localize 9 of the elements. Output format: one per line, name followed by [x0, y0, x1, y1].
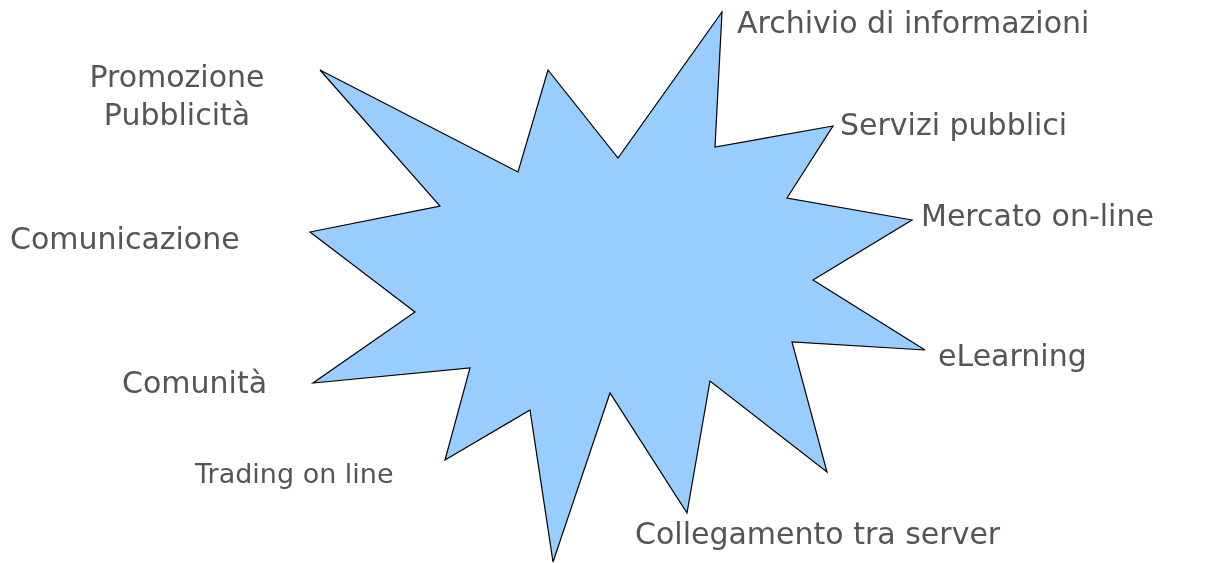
- point-label: Archivio di informazioni: [737, 4, 1090, 42]
- point-label: Comunicazione: [10, 220, 240, 258]
- point-label: Servizi pubblici: [840, 106, 1068, 144]
- point-label: eLearning: [938, 337, 1087, 375]
- point-label: Comunità: [122, 364, 268, 402]
- point-label: Trading on line: [195, 457, 394, 491]
- point-label: Mercato on-line: [921, 197, 1154, 235]
- point-label: Collegamento tra server: [635, 515, 1001, 553]
- point-label: Promozione Pubblicità: [88, 58, 266, 134]
